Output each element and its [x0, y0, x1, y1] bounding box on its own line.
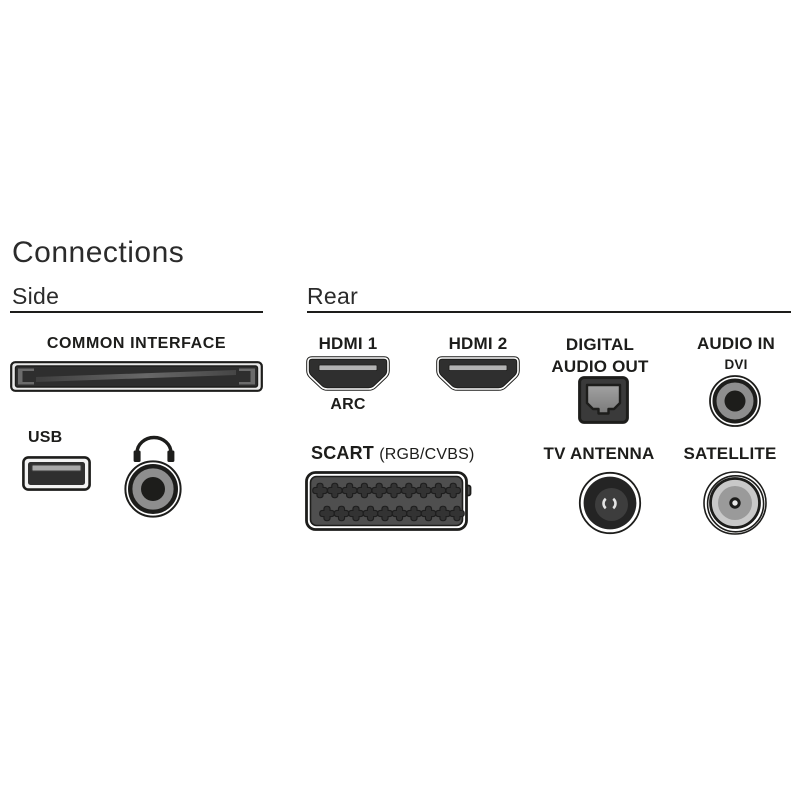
- digital-audio-out-label-line2: AUDIO OUT: [551, 357, 649, 376]
- satellite-label: SATELLITE: [683, 444, 777, 463]
- common-interface-slot-icon: [10, 361, 263, 392]
- usb-label: USB: [28, 429, 63, 446]
- headphone-jack-icon: [123, 459, 183, 519]
- hdmi1-label: HDMI 1: [318, 334, 378, 353]
- scart-label-signal: (RGB/CVBS): [379, 446, 475, 463]
- hdmi2-port-icon: [436, 356, 520, 392]
- hdmi1-port-icon: [306, 356, 390, 392]
- scart-label-name: SCART: [311, 443, 374, 463]
- optical-audio-port-icon: [578, 376, 629, 424]
- scart-port-icon: [305, 471, 473, 532]
- page-title: Connections: [12, 236, 185, 269]
- scart-label: SCART (RGB/CVBS): [311, 443, 511, 464]
- digital-audio-out-label: DIGITAL AUDIO OUT: [540, 334, 660, 378]
- hdmi1-arc-label: ARC: [330, 396, 366, 413]
- hdmi2-label: HDMI 2: [448, 334, 508, 353]
- digital-audio-out-label-line1: DIGITAL: [565, 335, 635, 354]
- f-connector-port-icon: [702, 470, 768, 536]
- tv-antenna-label: TV ANTENNA: [543, 444, 655, 463]
- audio-in-label: AUDIO IN: [696, 334, 776, 353]
- section-title-side: Side: [12, 283, 60, 309]
- section-title-rear: Rear: [307, 283, 359, 309]
- coax-antenna-port-icon: [578, 471, 642, 535]
- common-interface-label: COMMON INTERFACE: [46, 335, 227, 352]
- usb-port-icon: [22, 456, 91, 491]
- rear-section-divider: [307, 311, 791, 313]
- audio-in-dvi-label: DVI: [724, 357, 748, 372]
- side-section-divider: [10, 311, 263, 313]
- headphones-icon: [131, 435, 177, 463]
- audio-in-jack-icon: [708, 374, 762, 428]
